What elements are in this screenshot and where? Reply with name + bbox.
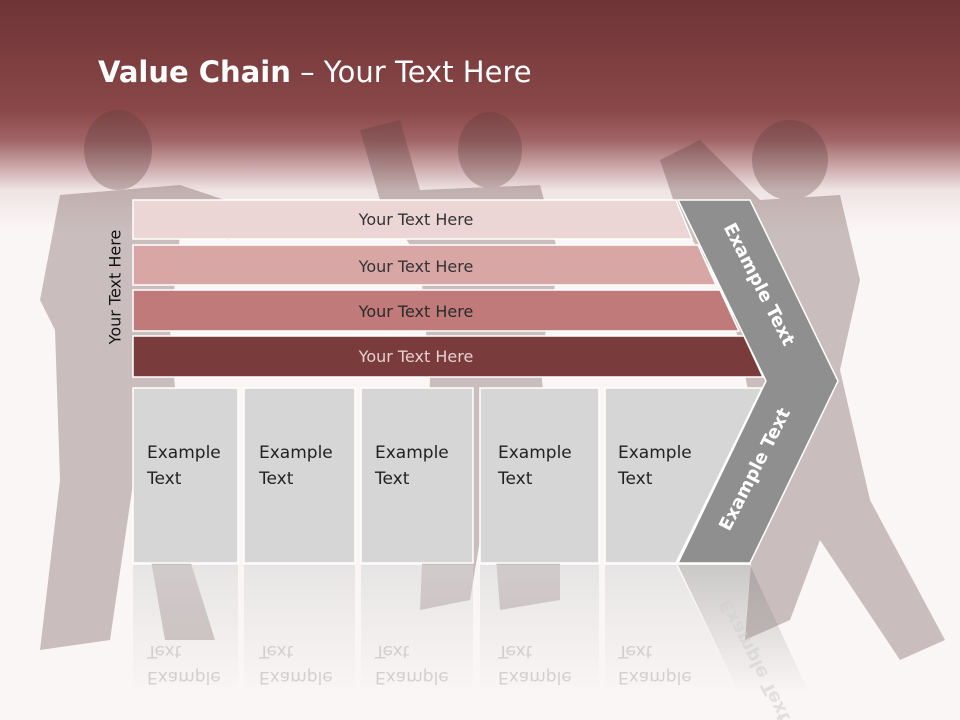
- bar-2: Your Text Here: [132, 244, 718, 286]
- column-1-reflection-line2: Text: [146, 641, 182, 661]
- column-4-reflection-line2: Text: [497, 641, 533, 661]
- title-bold: Value Chain: [98, 55, 291, 89]
- title-rest: – Your Text Here: [290, 55, 532, 89]
- column-3: Example Text: [360, 387, 474, 564]
- bar-4-label: Your Text Here: [358, 347, 474, 366]
- column-1-line1: Example: [147, 443, 221, 463]
- column-2: Example Text: [243, 387, 356, 564]
- chevron-shape: [676, 199, 839, 564]
- bar-2-shape: [132, 244, 718, 286]
- bar-1-shape: [132, 199, 694, 240]
- column-1-box: [132, 387, 239, 564]
- column-5-box: [604, 387, 764, 564]
- column-2-reflection-line1: Example: [259, 667, 333, 687]
- column-5: Example Text: [604, 387, 764, 564]
- column-5-reflection-line2: Text: [617, 641, 653, 661]
- column-3-reflection-line2: Text: [374, 641, 410, 661]
- column-4-reflection-line1: Example: [498, 667, 572, 687]
- column-2-reflection-line2: Text: [258, 641, 294, 661]
- column-5-line2: Text: [617, 469, 653, 489]
- bar-1: Your Text Here: [132, 199, 694, 240]
- column-3-line1: Example: [375, 443, 449, 463]
- column-5-reflection-line1: Example: [618, 667, 692, 687]
- column-1: Example Text: [132, 387, 239, 564]
- column-4-box: [479, 387, 600, 564]
- column-2-line1: Example: [259, 443, 333, 463]
- column-2-line2: Text: [258, 469, 294, 489]
- column-1-reflection-line1: Example: [147, 667, 221, 687]
- slide-title: Value Chain – Your Text Here: [98, 55, 532, 89]
- bar-1-label: Your Text Here: [358, 210, 474, 229]
- bar-4: Your Text Here: [132, 335, 765, 378]
- column-3-box: [360, 387, 474, 564]
- bar-2-label: Your Text Here: [358, 257, 474, 276]
- column-3-line2: Text: [374, 469, 410, 489]
- bar-3-label: Your Text Here: [358, 302, 474, 321]
- column-5-line1: Example: [618, 443, 692, 463]
- bar-4-shape: [132, 335, 765, 378]
- column-4-line1: Example: [498, 443, 572, 463]
- column-2-box: [243, 387, 356, 564]
- column-4: Example Text: [479, 387, 600, 564]
- column-1-line2: Text: [146, 469, 182, 489]
- diagram-reflection: Example Text Example Text Example Text E…: [133, 565, 810, 720]
- column-3-reflection-line1: Example: [375, 667, 449, 687]
- bar-3-shape: [132, 289, 741, 332]
- column-4-line2: Text: [497, 469, 533, 489]
- bar-3: Your Text Here: [132, 289, 741, 332]
